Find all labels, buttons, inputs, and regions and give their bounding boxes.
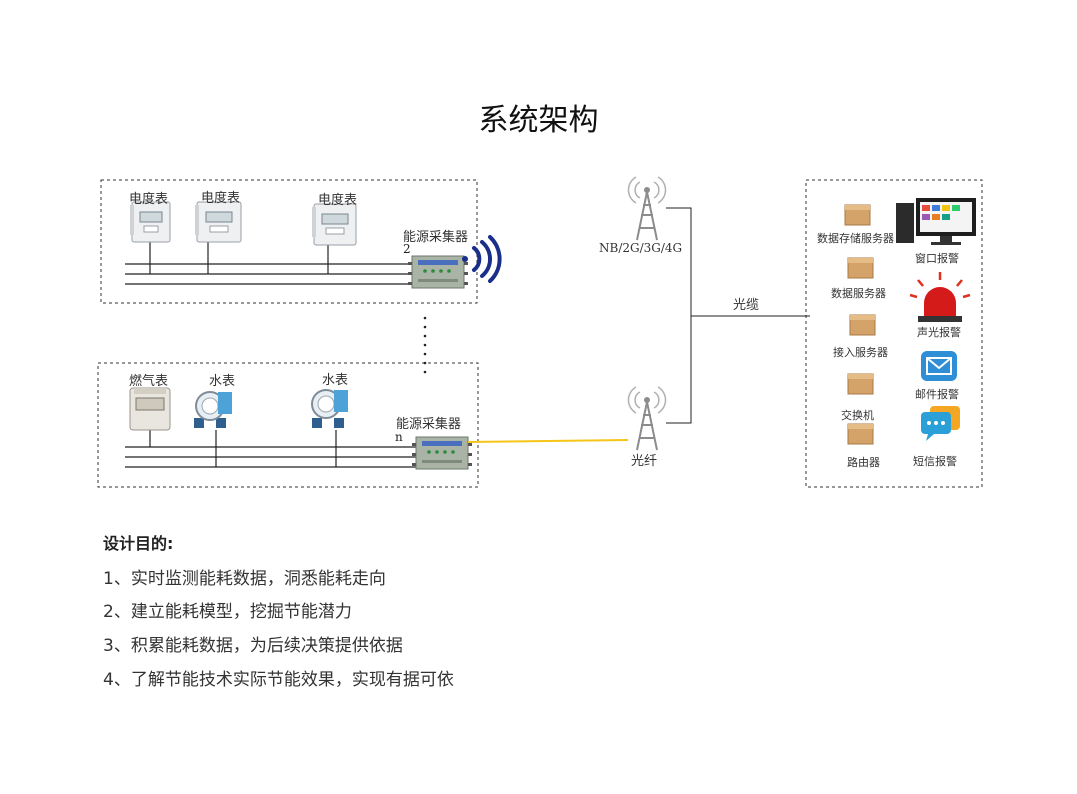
wireless-label: NB/2G/3G/4G bbox=[599, 241, 683, 255]
meter-label: 电度表 bbox=[201, 191, 241, 206]
electric-meter-icon bbox=[130, 201, 171, 243]
gas-meter-icon bbox=[129, 387, 171, 431]
alarm-label: 窗口报警 bbox=[915, 252, 959, 265]
alarm-label: 声光报警 bbox=[917, 326, 961, 339]
goal-item: 2、建立能耗模型，挖掘节能潜力 bbox=[103, 602, 352, 622]
server-group-box bbox=[805, 179, 983, 488]
server-box-icon bbox=[847, 423, 874, 445]
collector-label: 能源采集器 bbox=[396, 417, 462, 432]
desktop-computer-icon bbox=[896, 198, 976, 245]
fiber-label: 光纤 bbox=[631, 454, 658, 469]
trunk-lines bbox=[666, 207, 810, 424]
siren-alarm-icon bbox=[909, 272, 971, 322]
collector-index: n bbox=[395, 430, 403, 444]
server-box-icon bbox=[844, 204, 871, 226]
meter-label: 水表 bbox=[209, 374, 236, 389]
server-label: 交换机 bbox=[841, 409, 874, 422]
electric-meter-icon bbox=[312, 203, 357, 246]
more-groups-ellipsis bbox=[423, 316, 427, 374]
server-box-icon bbox=[847, 373, 874, 395]
goal-item: 4、了解节能技术实际节能效果，实现有据可依 bbox=[103, 670, 454, 690]
mail-alarm-icon bbox=[921, 351, 957, 381]
alarm-label: 短信报警 bbox=[913, 455, 957, 468]
server-label: 数据存储服务器 bbox=[817, 232, 894, 245]
meter-label: 电度表 bbox=[129, 192, 169, 207]
fiber-tower-icon bbox=[627, 386, 667, 451]
energy-collector-icon bbox=[408, 255, 468, 289]
collector-index: 2 bbox=[403, 242, 411, 256]
server-label: 路由器 bbox=[847, 456, 880, 469]
server-box-icon bbox=[847, 257, 874, 279]
wireless-signal-icon bbox=[462, 235, 502, 283]
top-meter-group-box bbox=[100, 179, 478, 304]
server-box-icon bbox=[849, 314, 876, 336]
alarm-label: 邮件报警 bbox=[915, 388, 959, 401]
electric-meter-icon bbox=[195, 201, 242, 243]
wireless-tower-icon bbox=[627, 176, 667, 241]
top-bus-lines bbox=[125, 242, 412, 285]
water-meter-icon bbox=[194, 391, 232, 428]
energy-collector-icon bbox=[412, 436, 472, 470]
page-title: 系统架构 bbox=[478, 103, 599, 138]
fiber-link-line bbox=[467, 439, 629, 443]
meter-label: 水表 bbox=[322, 373, 349, 388]
meter-label: 燃气表 bbox=[129, 374, 169, 389]
water-meter-icon bbox=[311, 389, 348, 428]
meter-label: 电度表 bbox=[318, 193, 358, 208]
goal-item: 3、积累能耗数据，为后续决策提供依据 bbox=[103, 636, 403, 656]
goals-title: 设计目的: bbox=[103, 534, 174, 553]
goal-item: 1、实时监测能耗数据，洞悉能耗走向 bbox=[103, 569, 386, 589]
sms-alarm-icon bbox=[921, 406, 960, 441]
trunk-label: 光缆 bbox=[733, 298, 760, 313]
collector-label: 能源采集器 bbox=[403, 230, 469, 245]
server-label: 接入服务器 bbox=[833, 346, 888, 359]
server-label: 数据服务器 bbox=[831, 287, 886, 300]
bottom-bus-lines bbox=[125, 430, 416, 468]
